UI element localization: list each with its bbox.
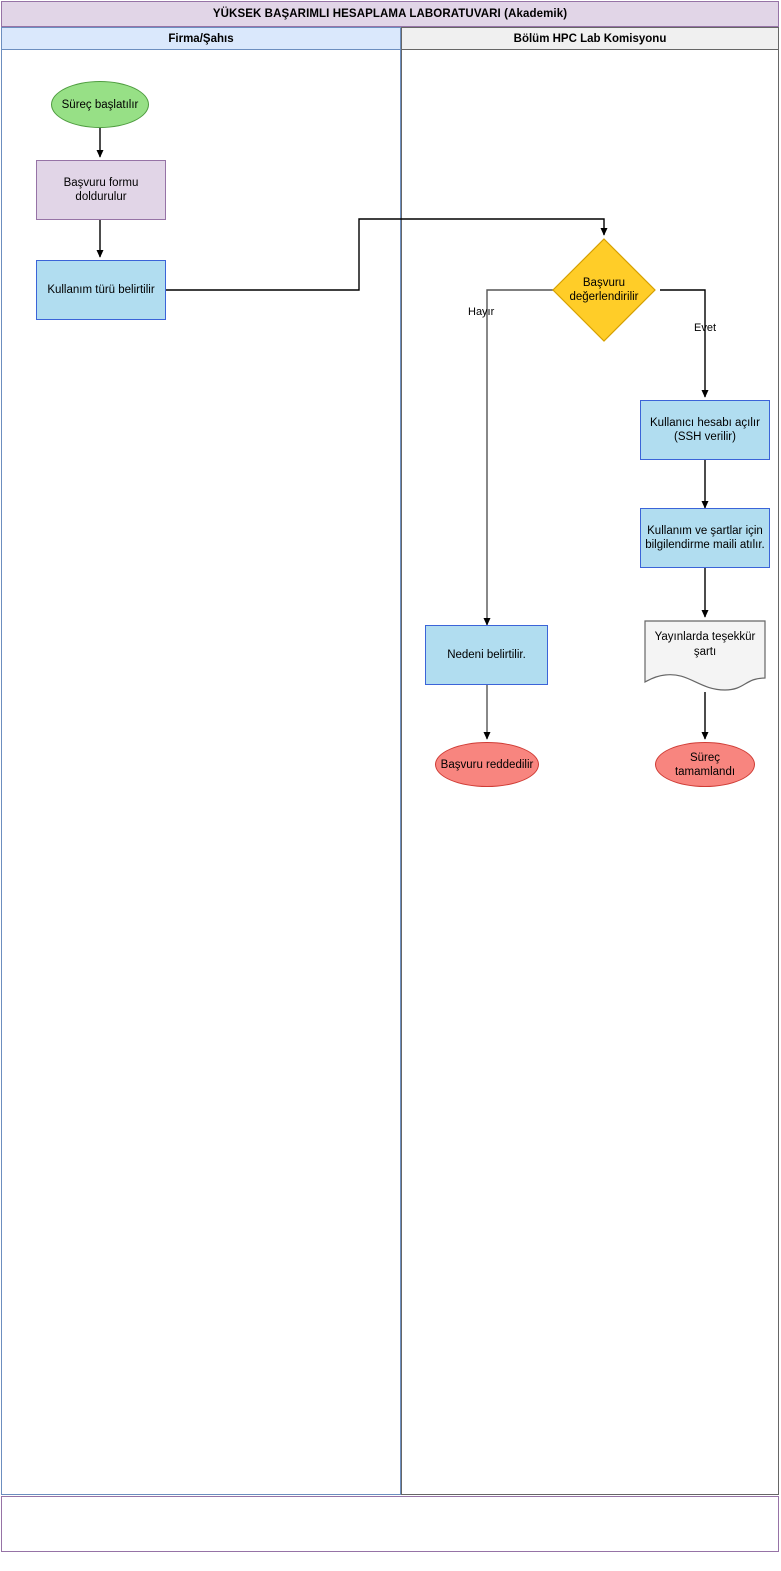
node-document-yayinlarda-tesekkur-sarti[interactable]: Yayınlarda teşekkür şartı xyxy=(644,620,766,692)
node-bilgilendirme-maili-atilir[interactable]: Kullanım ve şartlar için bilgilendirme m… xyxy=(640,508,770,568)
edge-label-evet: Evet xyxy=(694,322,717,334)
pool-title: YÜKSEK BAŞARIMLI HESAPLAMA LABORATUVARI … xyxy=(1,1,779,27)
node-kullanici-hesabi-acilir[interactable]: Kullanıcı hesabı açılır (SSH verilir) xyxy=(640,400,770,460)
pool-footer xyxy=(1,1496,779,1552)
edge-label-hayir: Hayır xyxy=(468,306,495,318)
node-end-basvuru-reddedilir[interactable]: Başvuru reddedilir xyxy=(435,742,539,787)
node-start-surec-baslatilir[interactable]: Süreç başlatılır xyxy=(51,81,149,128)
lane-body-bolum-hpc-lab-komisyonu xyxy=(401,50,779,1495)
node-document-label: Yayınlarda teşekkür şartı xyxy=(654,631,756,658)
node-basvuru-formu-doldurulur[interactable]: Başvuru formu doldurulur xyxy=(36,160,166,220)
lane-body-firma-sahis xyxy=(1,50,401,1495)
diamond-shape xyxy=(552,238,656,342)
node-end-surec-tamamlandi[interactable]: Süreç tamamlandı xyxy=(655,742,755,787)
lane-header-firma-sahis: Firma/Şahıs xyxy=(1,27,401,50)
node-decision-basvuru-degerlendirilir[interactable]: Başvuru değerlendirilir xyxy=(552,238,656,342)
node-kullanim-turu-belirtilir[interactable]: Kullanım türü belirtilir xyxy=(36,260,166,320)
document-shape xyxy=(644,620,766,691)
lane-header-bolum-hpc-lab-komisyonu: Bölüm HPC Lab Komisyonu xyxy=(401,27,779,50)
node-nedeni-belirtilir[interactable]: Nedeni belirtilir. xyxy=(425,625,548,685)
node-decision-label: Başvuru değerlendirilir xyxy=(569,277,639,303)
